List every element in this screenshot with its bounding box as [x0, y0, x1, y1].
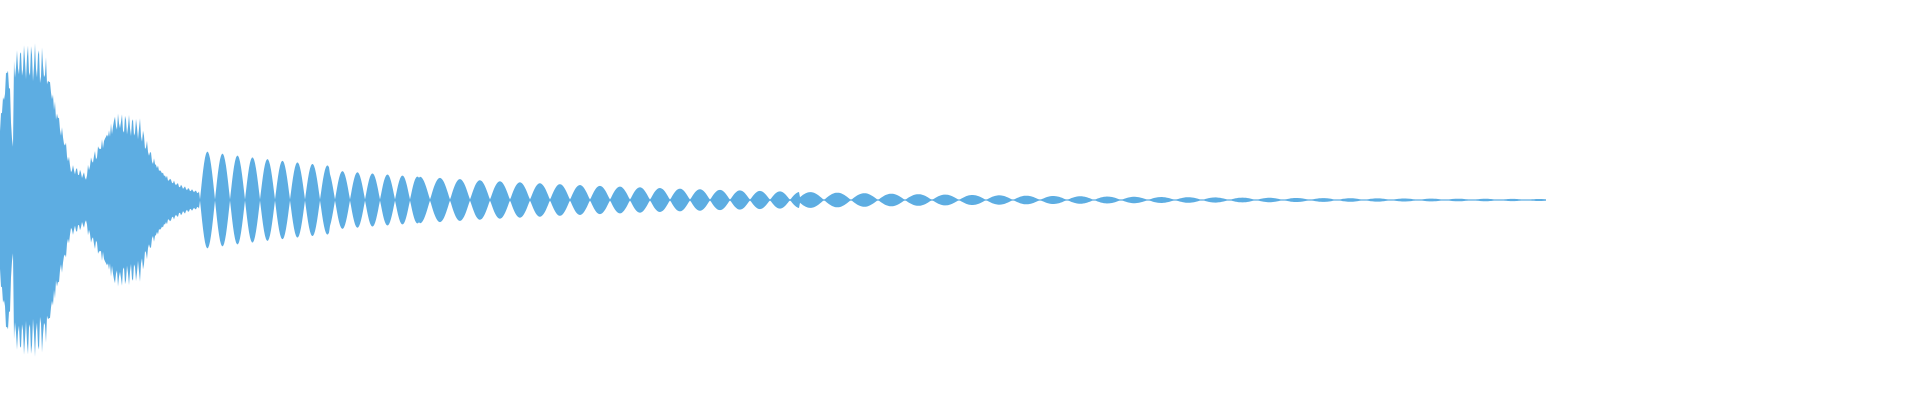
audio-waveform — [0, 43, 1546, 357]
